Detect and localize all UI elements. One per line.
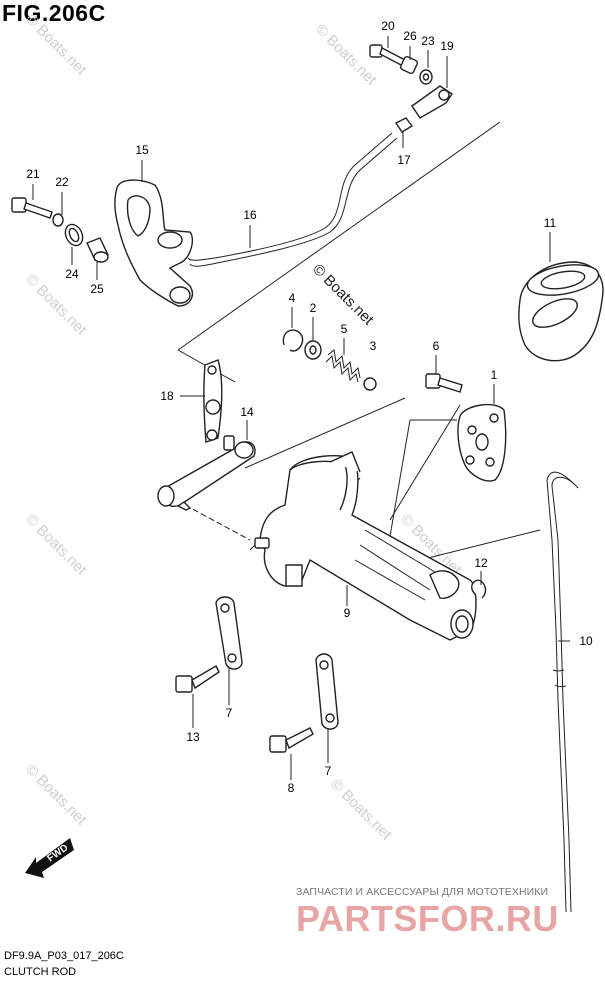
callout-3: 3 [370,339,377,353]
part-6-bolt [425,373,463,393]
part-9-shaft [254,451,477,641]
callout-11: 11 [544,216,557,230]
callout-labels: 20 26 23 19 17 15 21 22 24 25 16 11 4 2 … [26,19,593,795]
callout-9: 9 [344,606,351,620]
part-16-rod [187,132,398,267]
part-7-plate-b [315,653,339,730]
callout-13: 13 [186,730,200,744]
callout-7a: 7 [226,706,233,720]
part-14-arm [157,435,256,511]
figure-title: FIG.206C [2,0,106,26]
part-15-lever [114,179,194,307]
callout-21: 21 [26,167,40,181]
part-4-circlip [282,329,304,352]
callout-20: 20 [381,19,395,33]
part-24-clip [64,223,84,247]
leader-lines [32,36,570,780]
part-13-bolt [175,665,220,693]
callout-4: 4 [289,291,296,305]
part-22-washer [52,213,64,227]
part-3-ball [363,377,377,391]
part-20-bolt [369,44,406,68]
callout-1: 1 [491,368,498,382]
callout-17: 17 [397,153,411,167]
banner-ru-text: ЗАПЧАСТИ И АКСЕССУАРЫ ДЛЯ МОТОТЕХНИКИ [296,886,549,898]
callout-18: 18 [160,389,174,403]
part-23-washer [419,69,433,85]
part-5-spring [325,349,361,383]
boats-watermarks: © Boats.net © Boats.net © Boats.net © Bo… [22,11,465,844]
figure-caption: CLUTCH ROD [4,966,77,978]
callout-24: 24 [65,267,79,281]
callout-19: 19 [440,39,454,53]
callout-15: 15 [135,143,149,157]
part-17-nut [394,117,414,133]
watermark-boats-center: © Boats.net [309,261,377,329]
callout-23: 23 [421,34,435,48]
part-7-plate-a [215,596,243,670]
part-11-boot [518,261,604,362]
watermark-boats: © Boats.net [22,511,90,579]
callout-2: 2 [310,301,317,315]
part-21-bolt [11,197,53,219]
part-1-plate [457,403,507,482]
callout-12: 12 [474,556,488,570]
callout-14: 14 [240,405,254,419]
banner-site-logo: PARTSFOR.RU [296,898,559,939]
callout-26: 26 [403,29,417,43]
callout-6: 6 [433,339,440,353]
part-12-clip [471,579,487,599]
part-25-collar [86,237,109,263]
callout-5: 5 [341,322,348,336]
part-26-collar [399,55,419,75]
callout-8: 8 [288,781,295,795]
part-18-link [203,359,223,443]
part-8-bolt [269,727,314,753]
watermark-boats: © Boats.net [327,776,395,844]
callout-22: 22 [55,175,69,189]
figure-code: DF9.9A_P03_017_206C [4,950,124,962]
fwd-arrow-icon: FWD [25,838,74,878]
part-2-washer [304,340,322,360]
watermark-boats: © Boats.net [22,271,90,339]
watermark-boats: © Boats.net [22,761,90,829]
watermark-boats: © Boats.net [22,11,90,79]
assembly-lines [177,121,541,561]
callout-10: 10 [579,634,593,648]
callout-25: 25 [90,282,104,296]
callout-7b: 7 [325,764,332,778]
part-10-rod [546,471,579,913]
part-19-joint [411,85,453,119]
callout-16: 16 [243,208,257,222]
